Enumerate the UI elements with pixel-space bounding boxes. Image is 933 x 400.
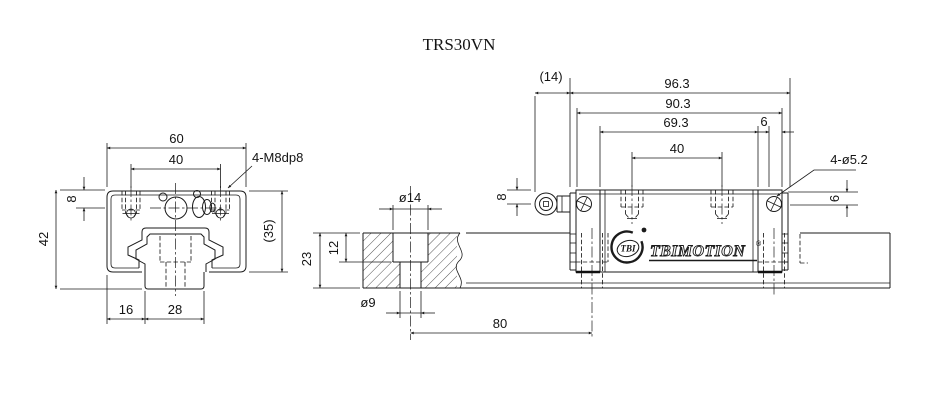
hatch-right [421, 233, 457, 288]
dim-counterbore-dia: ø14 [399, 190, 421, 205]
dim-rail-height: 23 [299, 252, 314, 266]
label-tapped-holes: 4-M8dp8 [252, 150, 303, 165]
top-tapped-hole-2 [710, 185, 734, 224]
logo-emblem-text: TBI [620, 244, 636, 254]
dim-hole-edge-offset: 6 [760, 114, 767, 129]
drawing-title: TRS30VN [423, 35, 496, 54]
dim-bolt-spacing-side: 40 [670, 141, 684, 156]
end-seal-left [569, 192, 577, 271]
dim-edge-to-rail: 16 [119, 302, 133, 317]
cap-screw-left [576, 196, 592, 212]
brand-logo: TBI TBIMOTION ® [610, 227, 762, 264]
dim-body-length: 69.3 [663, 115, 688, 130]
label-mounting-holes: 4-ø5.2 [830, 152, 868, 167]
dim-counterbore-depth: 12 [326, 241, 341, 255]
end-seal-right [781, 192, 789, 271]
dim-nipple-length-ref: (14) [539, 69, 562, 84]
dim-total-length: 96.3 [664, 76, 689, 91]
logo-registered-mark: ® [756, 240, 762, 248]
dim-width: 60 [169, 131, 183, 146]
dim-assembly-height: 42 [36, 232, 51, 246]
dim-bolt-spacing: 40 [169, 152, 183, 167]
break-line [455, 232, 463, 289]
rail-section-view: ø14 12 23 ø9 80 [299, 186, 890, 340]
hidden-rail-hole-2 [758, 228, 788, 297]
dim-top-offset: 8 [64, 195, 79, 202]
logo-emblem-ring [610, 230, 644, 264]
rail-profile [135, 183, 216, 296]
logo-brand-text: TBIMOTION [650, 243, 746, 260]
dim-nipple-center-offset: 8 [494, 193, 509, 200]
grease-nipple-front [150, 190, 224, 220]
front-view: 60 40 4-M8dp8 8 42 (35) 16 28 [36, 131, 303, 324]
dim-block-height: (35) [261, 219, 276, 242]
dim-block-length: 90.3 [665, 96, 690, 111]
grease-nipple-side [534, 192, 570, 216]
top-tapped-hole-1 [620, 185, 644, 224]
dim-bore-dia: ø9 [360, 295, 375, 310]
front-view-dimensions: 60 40 4-M8dp8 8 42 (35) 16 28 [36, 131, 303, 324]
block-body [575, 189, 783, 274]
cap-screw-right [766, 196, 782, 212]
tapped-hole-left [121, 186, 141, 223]
side-view: TBI TBIMOTION ® (14) 96.3 90.3 69.3 [494, 69, 868, 274]
logo-emblem-dot [641, 227, 647, 233]
side-view-dimensions: (14) 96.3 90.3 69.3 6 40 4-ø5.2 8 [494, 69, 868, 217]
hatch-left [363, 233, 400, 288]
dim-side-height: 6 [827, 195, 842, 202]
dim-hole-pitch: 80 [493, 316, 507, 331]
dim-rail-width: 28 [168, 302, 182, 317]
rail-side-view [466, 228, 891, 338]
tapped-hole-right [211, 186, 230, 223]
section-dimensions: ø14 12 23 ø9 80 [299, 190, 593, 335]
